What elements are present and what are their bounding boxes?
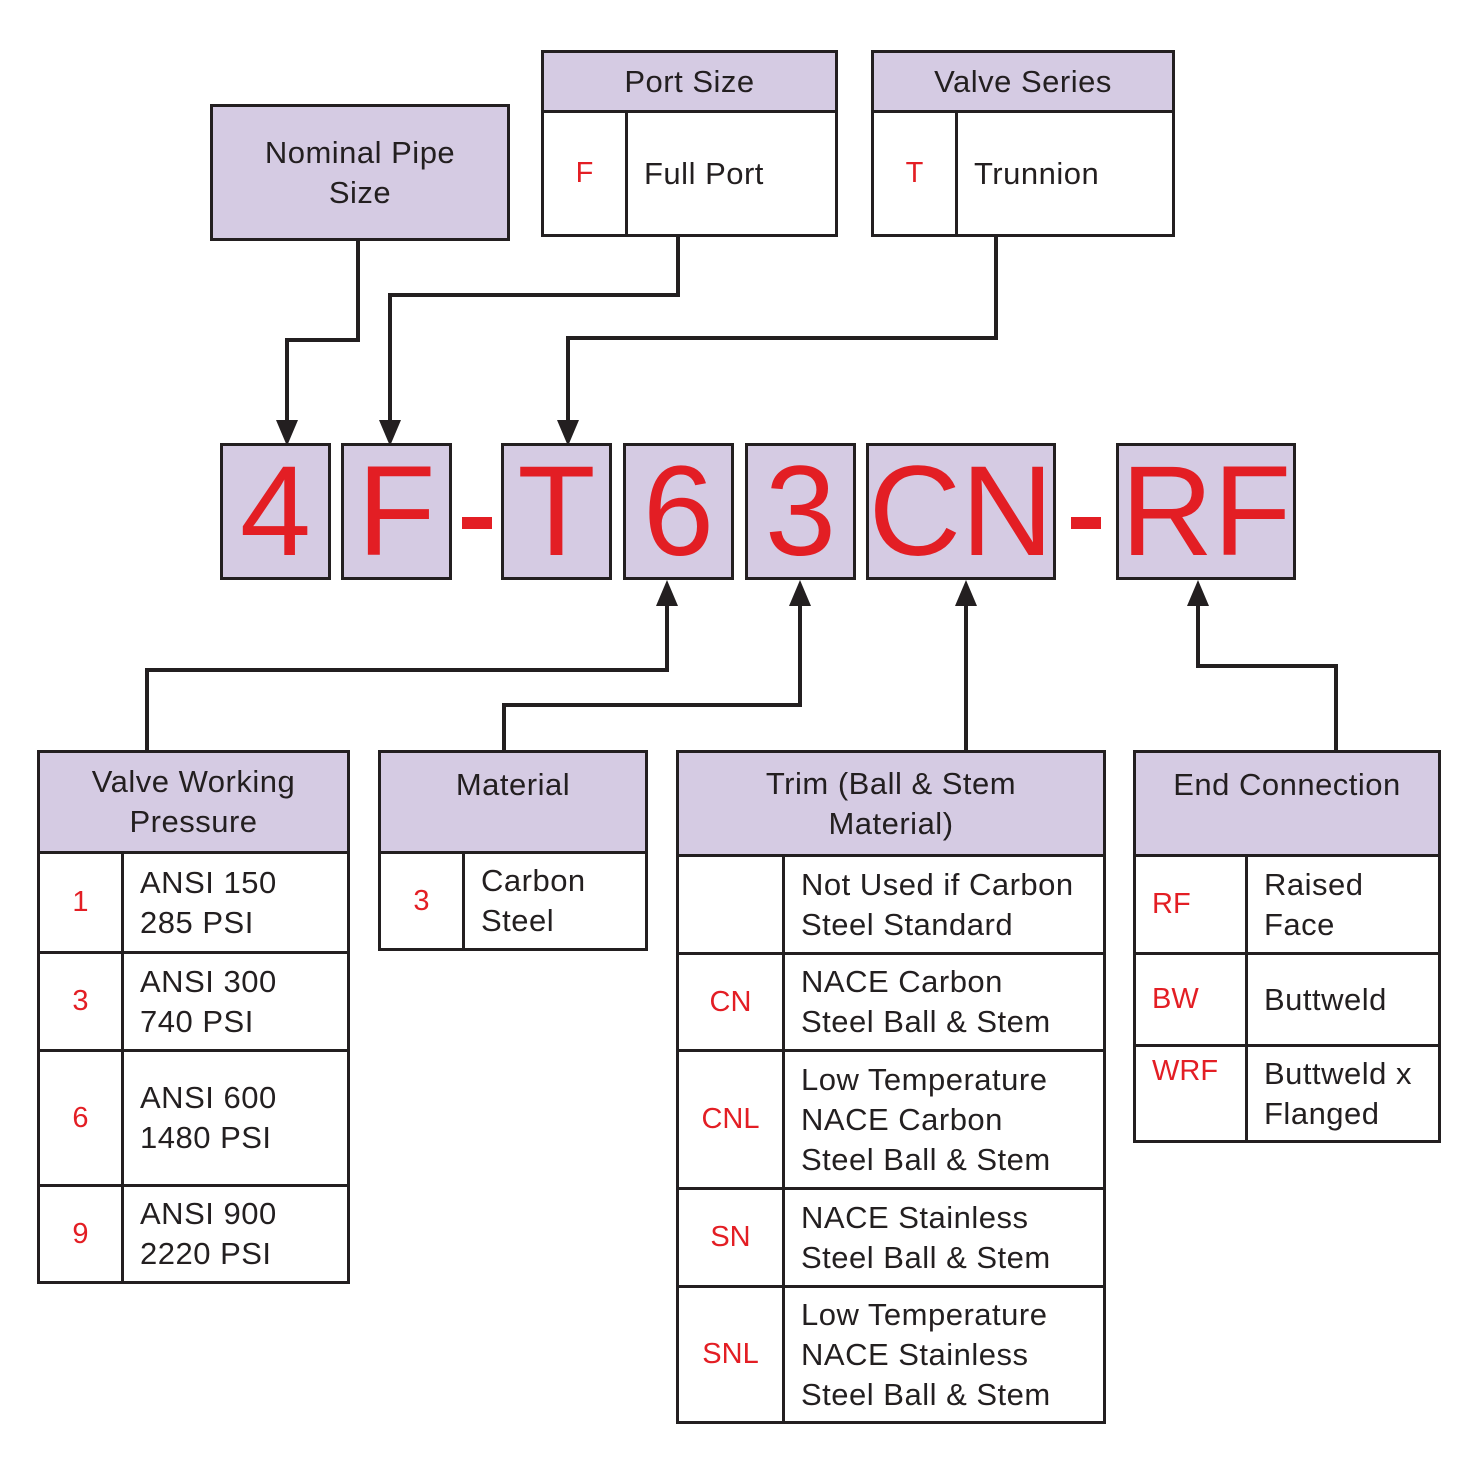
material-row: 3 Carbon Steel: [381, 851, 645, 948]
end-connection-row: BW Buttweld: [1136, 952, 1438, 1044]
end-connection-table: End Connection RF Raised Face BW Buttwel…: [1133, 750, 1441, 1143]
end-connection-desc: Buttweld: [1264, 981, 1387, 1017]
end-connection-code: BW: [1136, 955, 1248, 1044]
pressure-row: 3 ANSI 300 740 PSI: [40, 951, 347, 1049]
end-connection-row: RF Raised Face: [1136, 854, 1438, 952]
valve-series-box: Valve Series T Trunnion: [871, 50, 1175, 237]
connector-nominal: [285, 240, 360, 428]
trim-desc: NACE Carbon Steel Ball & Stem: [801, 964, 1051, 1039]
valve-series-title: Valve Series: [874, 53, 1172, 110]
nominal-pipe-size-box: Nominal Pipe Size: [210, 104, 510, 241]
connector-pressure: [145, 598, 669, 750]
end-connection-row: WRF Buttweld x Flanged: [1136, 1044, 1438, 1140]
port-size-title: Port Size: [544, 53, 835, 110]
segment-nominal-size: 4: [220, 443, 331, 580]
valve-series-row: T Trunnion: [874, 110, 1172, 234]
connector-port: [388, 235, 680, 428]
pressure-row: 1 ANSI 150 285 PSI: [40, 851, 347, 951]
trim-desc: Low Temperature NACE Stainless Steel Bal…: [801, 1296, 1051, 1412]
trim-code: CN: [679, 955, 785, 1049]
port-size-box: Port Size F Full Port: [541, 50, 838, 237]
end-connection-desc: Raised Face: [1264, 866, 1364, 942]
pressure-row: 6 ANSI 600 1480 PSI: [40, 1049, 347, 1184]
segment-trim: CN: [866, 443, 1056, 580]
port-size-row: F Full Port: [544, 110, 835, 234]
trim-code: SNL: [679, 1288, 785, 1421]
segment-end-connection: RF: [1116, 443, 1296, 580]
separator-dash-1: [462, 517, 492, 529]
trim-code: CNL: [679, 1052, 785, 1187]
end-connection-code: RF: [1136, 857, 1248, 952]
pressure-table: Valve Working Pressure 1 ANSI 150 285 PS…: [37, 750, 350, 1284]
end-connection-code: WRF: [1136, 1047, 1248, 1140]
trim-row: CN NACE Carbon Steel Ball & Stem: [679, 952, 1103, 1049]
segment-valve-series: T: [501, 443, 612, 580]
arrowhead-T: [557, 420, 579, 446]
trim-row: SNL Low Temperature NACE Stainless Steel…: [679, 1285, 1103, 1421]
end-connection-title: End Connection: [1136, 753, 1438, 854]
arrowhead-4: [276, 420, 298, 446]
port-size-desc: Full Port: [644, 155, 764, 191]
arrowhead-RF: [1187, 580, 1209, 606]
pressure-desc: ANSI 300 740 PSI: [140, 963, 277, 1039]
pressure-code: 6: [40, 1052, 124, 1184]
pressure-code: 1: [40, 854, 124, 951]
trim-table: Trim (Ball & Stem Material) Not Used if …: [676, 750, 1106, 1424]
pressure-code: 9: [40, 1187, 124, 1281]
trim-desc: Not Used if Carbon Steel Standard: [801, 866, 1074, 942]
segment-pressure: 6: [623, 443, 734, 580]
port-size-code: F: [544, 113, 628, 234]
pressure-code: 3: [40, 954, 124, 1049]
pressure-row: 9 ANSI 900 2220 PSI: [40, 1184, 347, 1281]
separator-dash-2: [1071, 517, 1101, 529]
pressure-title: Valve Working Pressure: [40, 753, 347, 851]
arrowhead-6: [656, 580, 678, 606]
valve-series-desc: Trunnion: [974, 155, 1100, 191]
connector-material: [502, 598, 802, 750]
pressure-desc: ANSI 600 1480 PSI: [140, 1080, 277, 1155]
nominal-pipe-size-title: Nominal Pipe Size: [213, 107, 507, 238]
trim-code: [679, 857, 785, 952]
material-code: 3: [381, 854, 465, 948]
segment-port-size: F: [341, 443, 452, 580]
trim-row: SN NACE Stainless Steel Ball & Stem: [679, 1187, 1103, 1285]
material-table: Material 3 Carbon Steel: [378, 750, 648, 951]
trim-row: CNL Low Temperature NACE Carbon Steel Ba…: [679, 1049, 1103, 1187]
arrowhead-3: [789, 580, 811, 606]
connector-end: [1196, 598, 1338, 750]
connector-series: [566, 235, 998, 428]
trim-code: SN: [679, 1190, 785, 1285]
trim-title: Trim (Ball & Stem Material): [679, 753, 1103, 854]
trim-row: Not Used if Carbon Steel Standard: [679, 854, 1103, 952]
arrowhead-CN: [955, 580, 977, 606]
material-desc: Carbon Steel: [481, 863, 586, 938]
pressure-desc: ANSI 150 285 PSI: [140, 864, 277, 940]
end-connection-desc: Buttweld x Flanged: [1264, 1055, 1413, 1131]
segment-material: 3: [745, 443, 856, 580]
arrowhead-F: [379, 420, 401, 446]
valve-series-code: T: [874, 113, 958, 234]
pressure-desc: ANSI 900 2220 PSI: [140, 1196, 277, 1271]
material-title: Material: [381, 753, 645, 851]
trim-desc: NACE Stainless Steel Ball & Stem: [801, 1199, 1051, 1275]
trim-desc: Low Temperature NACE Carbon Steel Ball &…: [801, 1061, 1051, 1177]
